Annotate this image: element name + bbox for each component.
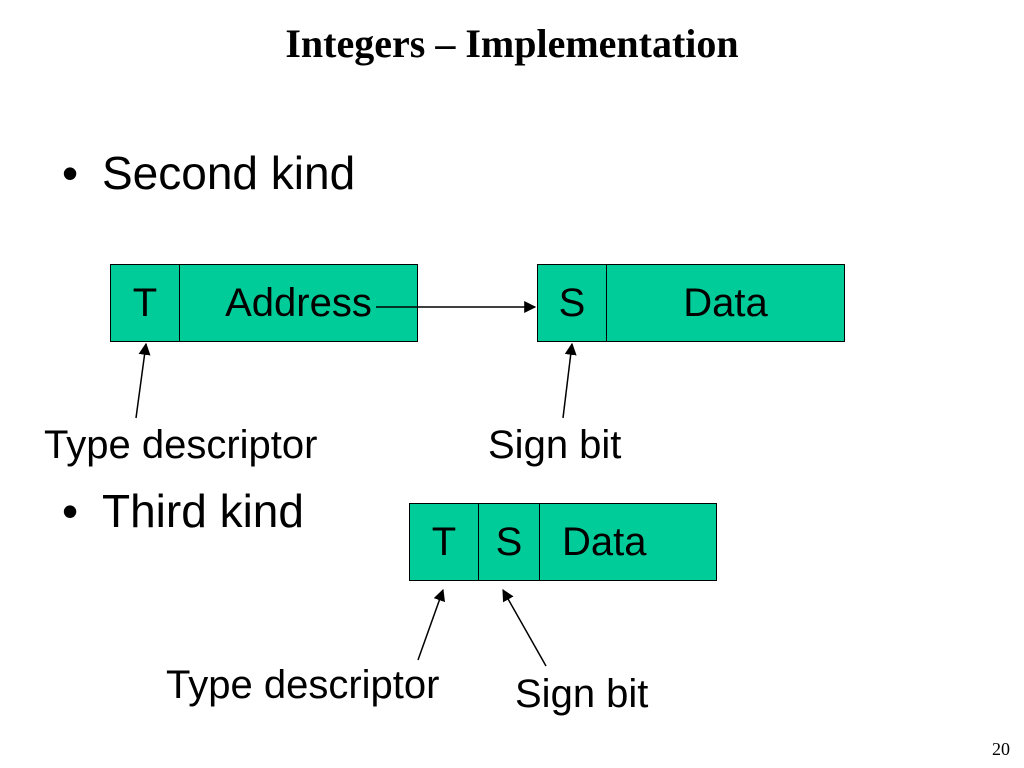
bullet-label: Third kind [102, 485, 304, 537]
type-cell: T [132, 280, 158, 325]
type-descriptor-label: Type descriptor [44, 423, 318, 467]
data-cell: Data [606, 265, 844, 341]
type-descriptor-arrow [417, 588, 446, 661]
data-record-box: S Data [537, 264, 845, 342]
type-descriptor-arrow [135, 342, 151, 419]
bullet-dot: • [62, 147, 79, 199]
bullet-third-kind: • Third kind [62, 484, 304, 538]
sign-bit-arrow [502, 588, 547, 667]
sign-cell: S [558, 280, 586, 325]
sign-cell: S [478, 504, 539, 580]
sign-bit-label: Sign bit [515, 672, 649, 716]
sign-bit-arrow [562, 342, 577, 419]
data-cell: Data [539, 504, 716, 580]
type-cell: T [431, 519, 457, 564]
page-number: 20 [992, 739, 1010, 759]
bullet-label: Second kind [102, 147, 356, 199]
pointer-record-box: T Address [110, 264, 418, 342]
bullet-dot: • [62, 485, 79, 537]
bullet-second-kind: • Second kind [62, 146, 355, 200]
sign-bit-label: Sign bit [488, 423, 622, 467]
inline-record-box: T S Data [409, 503, 717, 581]
slide-title: Integers – Implementation [285, 21, 739, 66]
type-descriptor-label: Type descriptor [166, 663, 440, 707]
address-cell: Address [179, 265, 417, 341]
